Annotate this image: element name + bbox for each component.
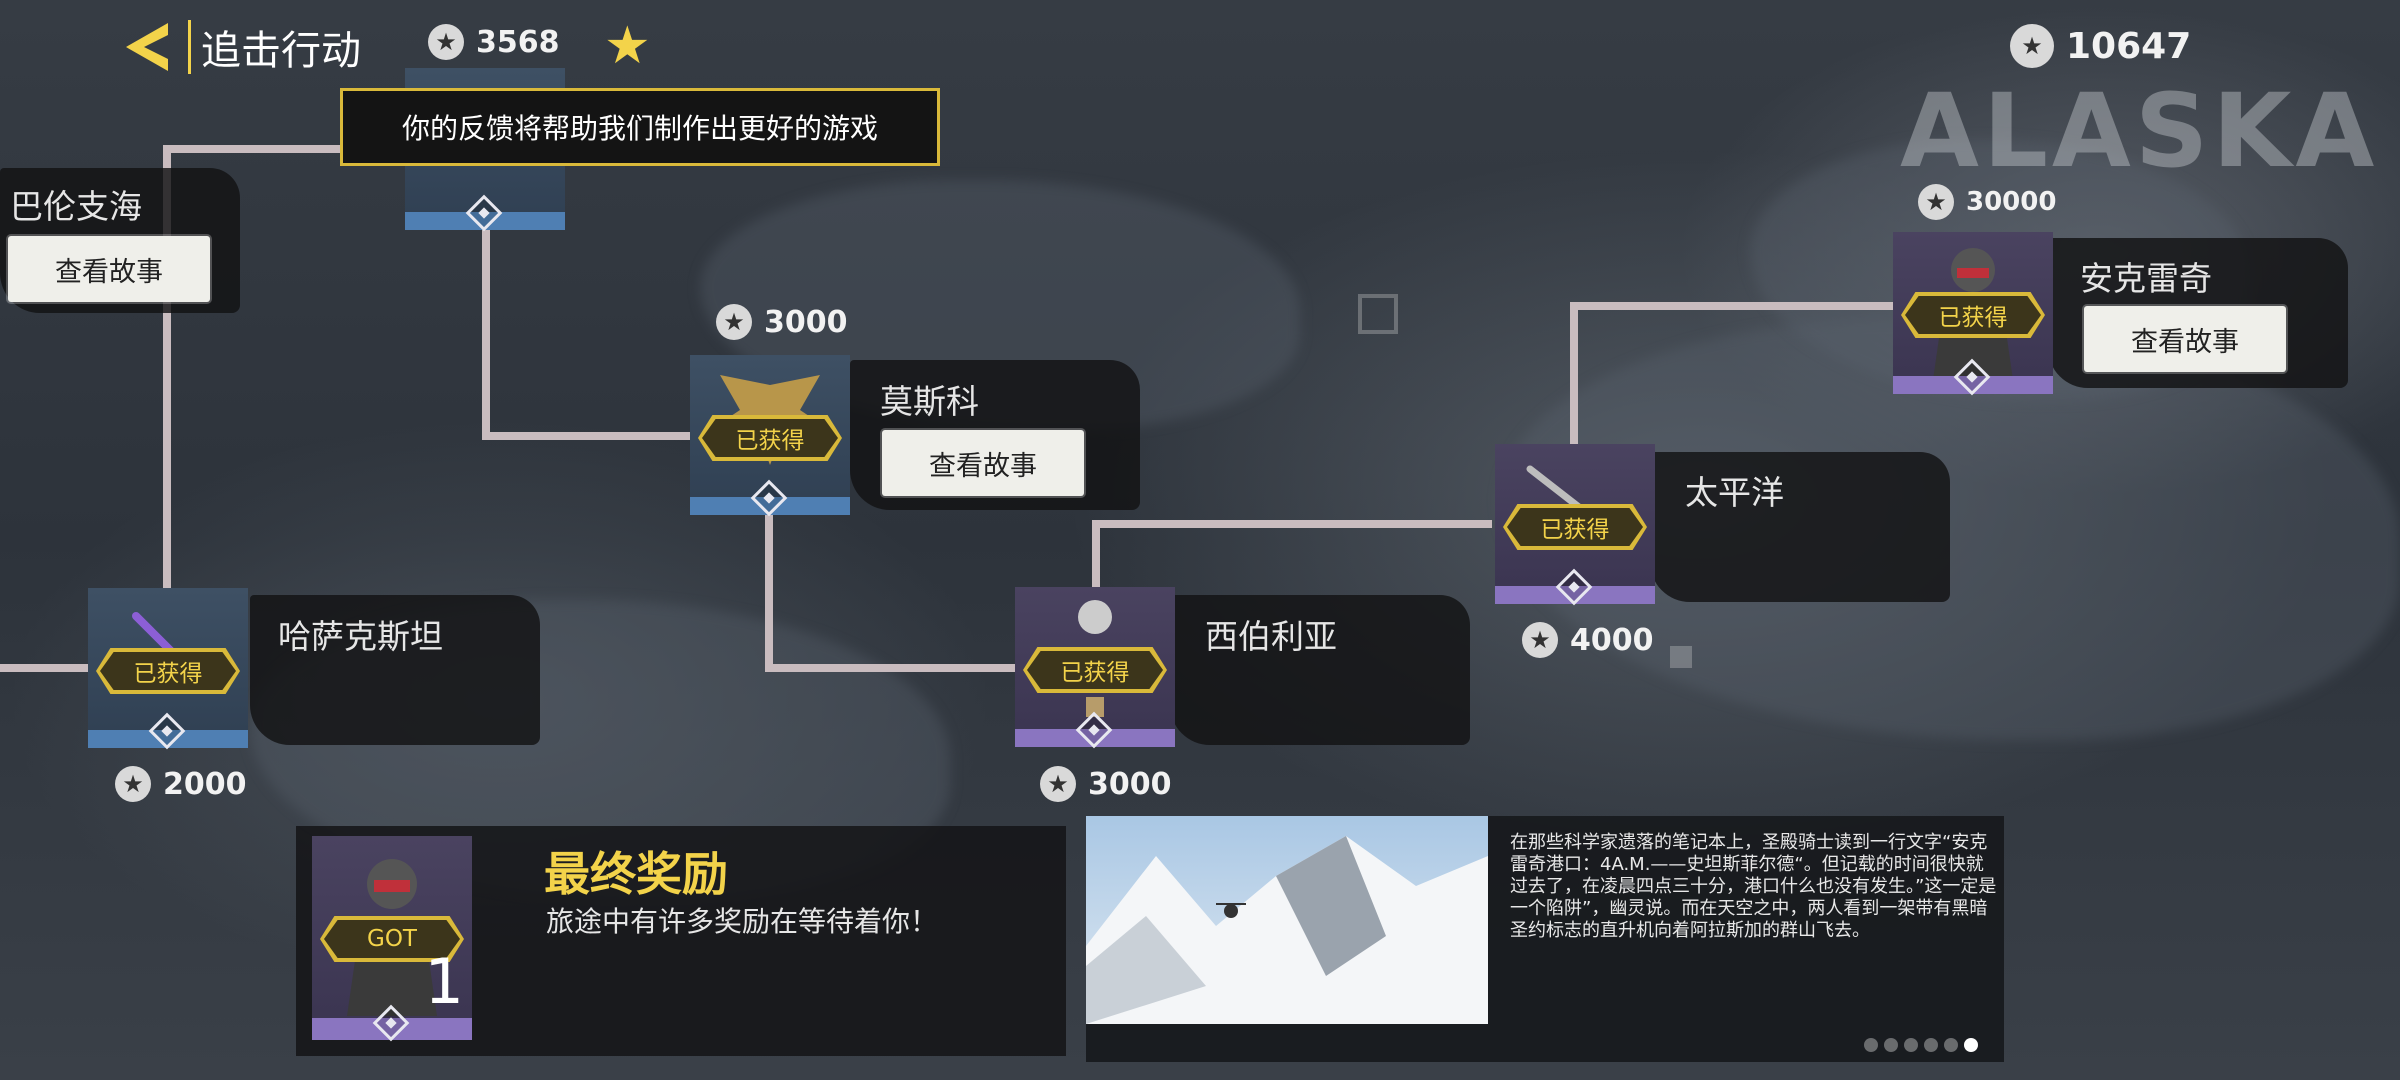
trophy-icon — [1078, 600, 1112, 717]
final-reward-title: 最终奖励 — [544, 847, 728, 901]
path-line — [482, 432, 692, 440]
path-line — [163, 145, 171, 589]
page-dot[interactable] — [1864, 1038, 1878, 1052]
node-card-pacific[interactable]: 已获得 — [1495, 444, 1655, 606]
cost-label: ★ 4000 — [1522, 622, 1654, 658]
medal-icon: ★ — [2010, 24, 2054, 68]
node-card-siberia[interactable]: 已获得 — [1015, 587, 1175, 749]
node-card-moscow[interactable]: 已获得 — [690, 355, 850, 517]
medal-icon: ★ — [115, 766, 151, 802]
map-marker — [1358, 294, 1398, 334]
path-line — [765, 515, 773, 671]
medal-icon: ★ — [1040, 766, 1076, 802]
feedback-toast: 你的反馈将帮助我们制作出更好的游戏 — [340, 88, 940, 166]
back-button[interactable]: 追击行动 — [118, 15, 370, 79]
place-name: 安克雷奇 — [2080, 259, 2212, 298]
final-reward-subtitle: 旅途中有许多奖励在等待着你！ — [546, 905, 939, 938]
toast-text: 你的反馈将帮助我们制作出更好的游戏 — [401, 112, 878, 145]
path-line — [1092, 520, 1492, 528]
path-line — [1570, 302, 1578, 447]
page-dot[interactable] — [1904, 1038, 1918, 1052]
page-dot[interactable] — [1884, 1038, 1898, 1052]
status-badge: 已获得 — [1905, 296, 2041, 334]
path-line — [1570, 302, 1895, 310]
final-reward-count: 1 — [424, 945, 464, 1018]
place-name: 西伯利亚 — [1205, 617, 1337, 656]
place-name: 太平洋 — [1685, 473, 1784, 512]
region-label: ALASKA — [1900, 72, 2379, 191]
status-badge: 已获得 — [100, 652, 236, 690]
cost-label: ★ 3000 — [1040, 766, 1172, 802]
medal-icon: ★ — [1522, 622, 1558, 658]
path-line — [163, 145, 413, 153]
cost-label: ★ 2000 — [115, 766, 247, 802]
medal-icon: ★ — [428, 24, 464, 60]
path-line — [0, 664, 90, 672]
status-badge: 已获得 — [1027, 651, 1163, 689]
node-card-anchorage[interactable]: 已获得 — [1893, 232, 2053, 396]
place-panel — [1650, 452, 1950, 602]
final-reward-card[interactable]: GOT 1 — [312, 836, 472, 1042]
page-dot[interactable] — [1944, 1038, 1958, 1052]
cost-label: ★ 3000 — [716, 304, 848, 340]
story-pagination[interactable] — [1864, 1038, 1978, 1052]
header-divider — [188, 20, 191, 74]
page-dot[interactable] — [1924, 1038, 1938, 1052]
story-text: 在那些科学家遗落的笔记本上，圣殿骑士读到一行文字“安克雷奇港口：4A.M.——史… — [1510, 832, 1997, 941]
node-card-kazakhstan[interactable]: 已获得 — [88, 588, 248, 750]
back-arrow-icon — [126, 23, 168, 71]
medal-icon: ★ — [716, 304, 752, 340]
place-name: 莫斯科 — [880, 382, 979, 421]
place-name: 巴伦支海 — [10, 187, 142, 226]
status-badge: 已获得 — [1507, 508, 1643, 546]
page-title: 追击行动 — [201, 28, 361, 74]
place-name: 哈萨克斯坦 — [278, 617, 443, 656]
cost-label: ★ 30000 — [1918, 184, 2056, 220]
page-dot-active[interactable] — [1964, 1038, 1978, 1052]
view-story-button[interactable]: 查看故事 — [8, 236, 210, 302]
final-reward-badge: GOT — [324, 920, 460, 958]
status-badge: 已获得 — [702, 419, 838, 457]
view-story-button[interactable]: 查看故事 — [2084, 306, 2286, 372]
star-icon: ★ — [604, 16, 651, 76]
path-line — [482, 228, 490, 440]
total-currency: ★ 10647 — [2010, 24, 2191, 68]
map-marker — [1670, 646, 1692, 668]
view-story-button[interactable]: 查看故事 — [882, 430, 1084, 496]
medal-icon: ★ — [1918, 184, 1954, 220]
story-image — [1086, 816, 1488, 1024]
place-panel — [1170, 595, 1470, 745]
place-panel — [250, 595, 540, 745]
path-line — [1092, 520, 1100, 588]
currency-top: ★ 3568 — [428, 24, 560, 60]
path-line — [765, 664, 1015, 672]
